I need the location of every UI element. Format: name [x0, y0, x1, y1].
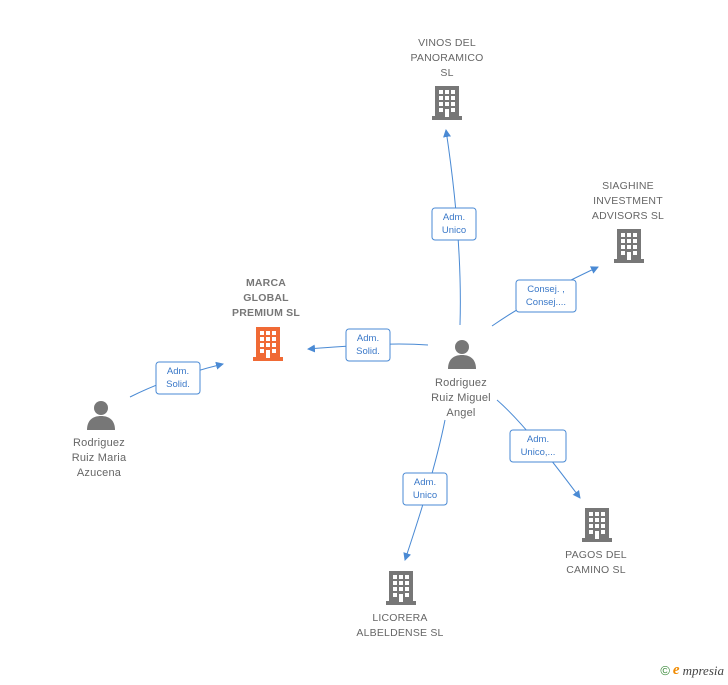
node-label-line: GLOBAL — [243, 292, 289, 304]
node-label-line: INVESTMENT — [593, 195, 663, 207]
node-label-line: CAMINO SL — [566, 564, 626, 576]
edge-label-azucena-to-marca[interactable]: Adm. Solid. — [155, 361, 201, 395]
edge-label-line: Unico — [413, 490, 437, 501]
edge-label-line: Adm. — [357, 333, 379, 344]
node-label-line: LICORERA — [372, 612, 427, 624]
person-icon — [448, 340, 476, 369]
edge-label-line: Unico,... — [521, 447, 556, 458]
node-marca[interactable]: MARCA GLOBAL PREMIUM SL — [232, 277, 300, 361]
edge-label-line: Solid. — [356, 346, 380, 357]
brand-logo-initial: e — [672, 662, 680, 678]
edge-label-miguel-to-pagos[interactable]: Adm. Unico,... — [509, 429, 567, 463]
edge-label-line: Adm. — [443, 212, 465, 223]
edge-label-line: Consej.... — [526, 297, 566, 308]
edge-label-line: Consej. , — [527, 284, 565, 295]
building-icon — [432, 86, 462, 120]
node-label-line: PANORAMICO — [411, 52, 484, 64]
edge-label-line: Adm. — [167, 366, 189, 377]
node-label-line: Ruiz Maria — [72, 452, 127, 464]
building-icon — [582, 508, 612, 542]
node-label-line: PAGOS DEL — [565, 549, 627, 561]
node-label-line: Azucena — [77, 467, 122, 479]
node-pagos[interactable]: PAGOS DEL CAMINO SL — [565, 508, 627, 576]
building-icon — [253, 327, 283, 361]
node-label-line: SL — [440, 67, 453, 79]
node-label-line: Ruiz Miguel — [431, 392, 491, 404]
node-siaghine[interactable]: SIAGHINE INVESTMENT ADVISORS SL — [592, 180, 664, 263]
edge-label-miguel-to-marca[interactable]: Adm. Solid. — [345, 328, 391, 362]
edge-label-miguel-to-licorera[interactable]: Adm. Unico — [402, 472, 448, 506]
node-label-line: ADVISORS SL — [592, 210, 664, 222]
edge-label-line: Adm. — [414, 477, 436, 488]
building-icon — [614, 229, 644, 263]
brand-logo-text: mpresia — [682, 662, 724, 678]
node-label-line: ALBELDENSE SL — [356, 627, 443, 639]
edge-label-miguel-to-vinos[interactable]: Adm. Unico — [431, 207, 477, 241]
edge-label-line: Adm. — [527, 434, 549, 445]
edge-label-line: Unico — [442, 225, 466, 236]
edge-label-line: Solid. — [166, 379, 190, 390]
node-label-line: SIAGHINE — [602, 180, 654, 192]
copyright-symbol: © — [660, 663, 670, 678]
node-label-line: Angel — [446, 407, 475, 419]
node-licorera[interactable]: LICORERA ALBELDENSE SL — [356, 571, 443, 639]
node-label-line: Rodriguez — [435, 377, 487, 389]
person-icon — [87, 401, 115, 430]
node-label-line: VINOS DEL — [418, 37, 476, 49]
node-label-line: PREMIUM SL — [232, 307, 300, 319]
node-vinos[interactable]: VINOS DEL PANORAMICO SL — [411, 37, 484, 120]
node-label-line: Rodriguez — [73, 437, 125, 449]
building-icon — [386, 571, 416, 605]
node-label-line: MARCA — [246, 277, 286, 289]
edge-label-miguel-to-siaghine[interactable]: Consej. , Consej.... — [515, 279, 577, 313]
